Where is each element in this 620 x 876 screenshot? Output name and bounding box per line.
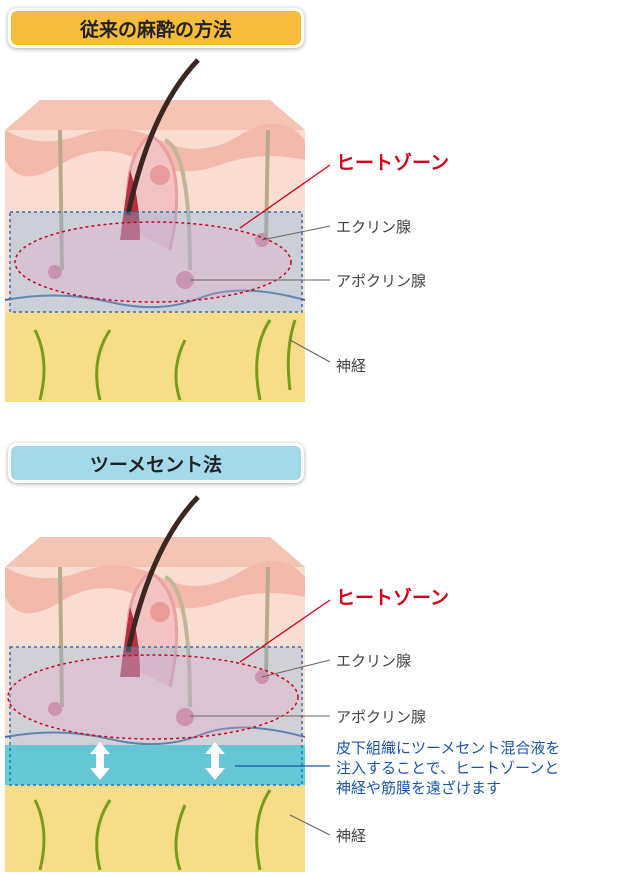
tumescent-note: 皮下組織にツーメセント混合液を 注入することで、ヒートゾーンと 神経や筋膜を遠ざ… — [336, 738, 560, 798]
eccrine-label-1: エクリン腺 — [336, 218, 412, 236]
panel-title-conventional: 従来の麻酔の方法 — [8, 8, 304, 48]
apocrine-label-2: アポクリン腺 — [336, 708, 427, 726]
heat-zone-label-1: ヒートゾーン — [336, 152, 450, 174]
note-line: 神経や筋膜を遠ざけます — [336, 779, 502, 797]
eccrine-label-2: エクリン腺 — [336, 652, 412, 670]
nerve-label-1: 神経 — [336, 357, 367, 375]
heat-zone-label-2: ヒートゾーン — [336, 587, 450, 609]
heat-zone-ellipse-2 — [7, 654, 299, 740]
note-line: 注入することで、ヒートゾーンと — [336, 759, 560, 777]
heat-zone-ellipse-1 — [14, 221, 292, 303]
note-line: 皮下組織にツーメセント混合液を — [336, 739, 561, 757]
nerve-label-2: 神経 — [336, 827, 367, 845]
apocrine-label-1: アポクリン腺 — [336, 272, 427, 290]
separation-arrows — [90, 742, 225, 780]
panel-title-tumescent: ツーメセント法 — [8, 443, 304, 483]
